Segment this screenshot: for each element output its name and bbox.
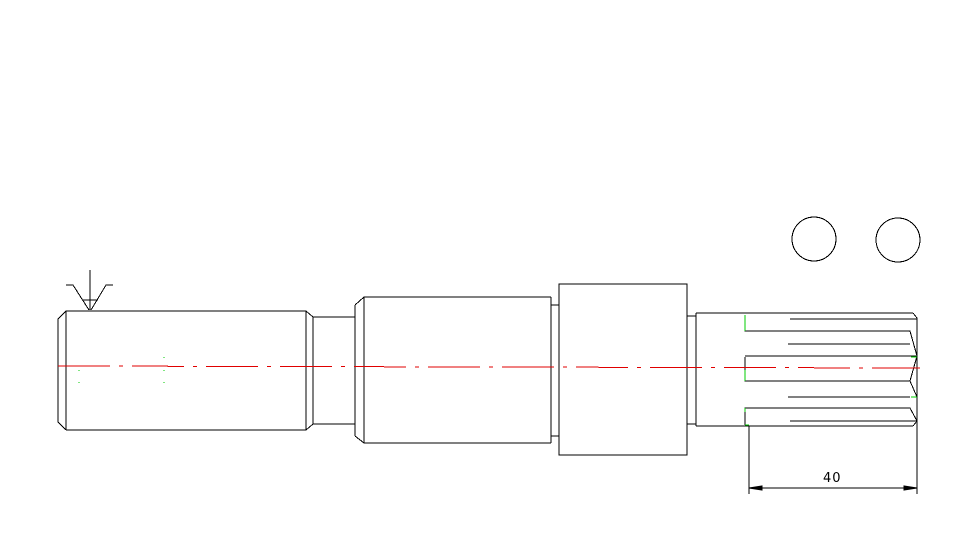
dimension-40	[748, 421, 918, 494]
circle-right-icon	[875, 217, 921, 263]
centerline	[57, 365, 921, 369]
section-middle-journal	[354, 296, 559, 444]
section-collar	[558, 283, 696, 456]
dimension-label: 40	[823, 471, 842, 486]
section-neck	[312, 305, 356, 436]
construction-marks	[78, 315, 917, 426]
section-spline-end	[695, 312, 918, 427]
circle-left-icon	[791, 216, 837, 262]
surface-roughness-icon	[66, 270, 113, 311]
section-circles	[791, 216, 921, 263]
section-left-journal	[57, 310, 314, 431]
